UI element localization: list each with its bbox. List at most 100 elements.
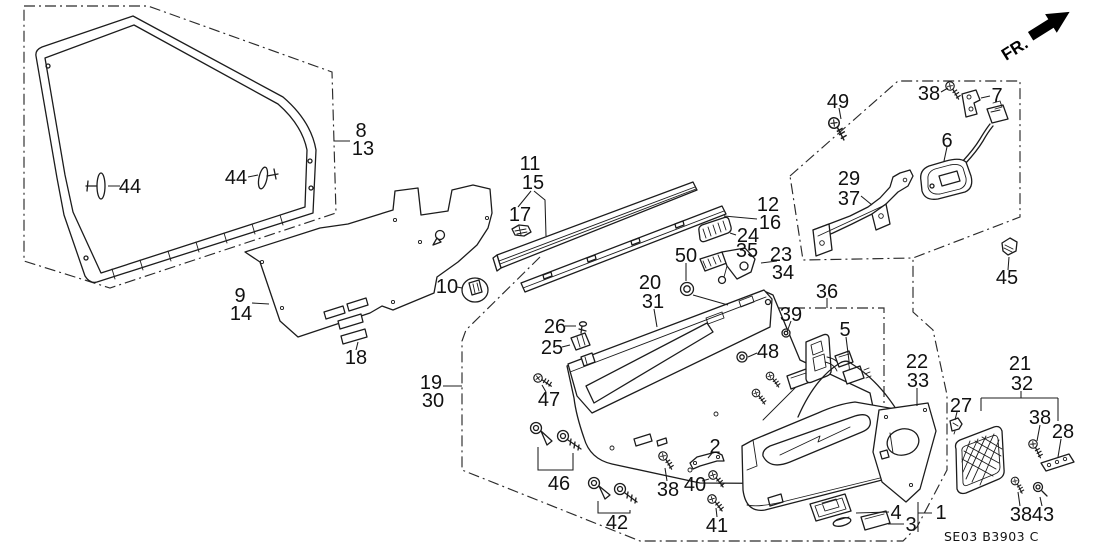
pull-pocket-bracket-23-34	[699, 247, 756, 285]
clip-45	[1001, 237, 1018, 256]
insulator-panel-9-14	[244, 184, 493, 345]
part-label-38-door: 38	[657, 479, 679, 501]
part-label-44-right: 44	[225, 167, 247, 189]
part-label-34: 34	[772, 262, 794, 284]
power-window-switch-5	[786, 333, 872, 390]
part-label-5: 5	[839, 319, 850, 341]
part-label-49: 49	[827, 91, 849, 113]
diagram-code: SE03 B3903 C	[944, 529, 1039, 544]
part-label-43: 43	[1032, 504, 1054, 526]
part-label-22: 22	[906, 351, 928, 373]
part-label-39: 39	[780, 304, 802, 326]
clip-27	[949, 417, 963, 435]
part-label-23: 23	[770, 244, 792, 266]
fastener-43	[1032, 481, 1048, 497]
part-label-45: 45	[996, 267, 1018, 289]
lining-section-boundary	[461, 256, 948, 542]
bulb-4	[832, 516, 852, 527]
switch-section-box	[771, 307, 885, 412]
part-label-7: 7	[991, 85, 1002, 107]
part-label-17: 17	[509, 204, 531, 226]
armrest-1	[741, 360, 905, 511]
tape-patches-18	[323, 297, 369, 345]
speaker-panel-22-33	[872, 402, 937, 503]
part-label-30: 30	[422, 390, 444, 412]
part-label-28: 28	[1052, 421, 1074, 443]
section-boundaries	[23, 5, 1021, 542]
grommet-50	[679, 281, 695, 297]
part-label-24: 24	[737, 225, 759, 247]
part-label-11: 11	[520, 153, 541, 175]
fastener-set-42	[587, 476, 638, 504]
handle-section-box	[789, 80, 1021, 261]
part-label-38-grille-top: 38	[1029, 407, 1051, 429]
part-label-47: 47	[538, 389, 560, 411]
keyhole-slot	[432, 229, 446, 246]
fr-arrow-icon	[1027, 11, 1070, 41]
part-label-26: 26	[544, 316, 566, 338]
part-label-9: 9	[234, 285, 245, 307]
armrest-bracket-29-37	[812, 169, 914, 257]
part-label-41: 41	[706, 515, 728, 537]
part-label-1: 1	[935, 502, 946, 524]
part-label-38-grille-bottom: 38	[1010, 504, 1032, 526]
retainer-28	[1040, 453, 1075, 472]
screw-38-grille-top-icon	[1025, 437, 1048, 460]
part-label-3: 3	[905, 514, 916, 536]
fr-label: FR.	[998, 34, 1031, 65]
screw-38-handle-icon	[942, 79, 966, 101]
part-label-48: 48	[757, 341, 779, 363]
part-label-13: 13	[352, 138, 374, 160]
part-label-42: 42	[606, 512, 628, 534]
part-label-14: 14	[230, 303, 252, 325]
window-molding-11-15	[492, 181, 698, 272]
part-label-38-handle: 38	[918, 83, 940, 105]
part-label-10: 10	[436, 276, 458, 298]
clip-26	[578, 321, 588, 334]
part-label-16: 16	[759, 212, 781, 234]
screw-49-icon	[824, 114, 853, 142]
part-label-36: 36	[816, 281, 838, 303]
clip-44-right	[257, 166, 279, 190]
part-label-40: 40	[684, 474, 706, 496]
washer-48	[736, 351, 748, 363]
part-label-29: 29	[838, 168, 860, 190]
part-label-8: 8	[355, 120, 366, 142]
clip-44-left	[85, 172, 106, 200]
clip-17	[511, 224, 532, 237]
part-label-35: 35	[736, 240, 758, 262]
screw-47-icon	[532, 372, 555, 388]
fr-direction: FR.	[998, 11, 1070, 65]
part-label-25: 25	[541, 337, 563, 359]
leader-lines	[108, 87, 1062, 532]
part-label-32: 32	[1011, 373, 1033, 395]
part-label-18: 18	[345, 347, 367, 369]
part-label-33: 33	[907, 370, 929, 392]
clip-socket-25	[570, 332, 591, 351]
part-label-2: 2	[709, 436, 720, 458]
trim-panel-20-31	[567, 289, 773, 414]
speaker-grille-21-32	[954, 425, 1005, 495]
part-label-21: 21	[1009, 353, 1031, 375]
part-label-12: 12	[757, 194, 779, 216]
lens-3	[860, 510, 891, 531]
part-label-37: 37	[838, 188, 860, 210]
pull-pocket-pad-24-35	[698, 216, 732, 243]
bracket-2	[689, 451, 725, 470]
part-label-46: 46	[548, 473, 570, 495]
part-label-20: 20	[639, 272, 661, 294]
handle-bracket-7	[961, 89, 981, 118]
grommet-10	[461, 277, 489, 303]
screw-38-grille-bottom-icon	[1007, 475, 1029, 495]
part-label-4: 4	[890, 502, 901, 524]
part-label-31: 31	[642, 291, 664, 313]
nut-39	[781, 328, 791, 338]
door-seal-8-13	[35, 15, 317, 284]
part-label-50: 50	[675, 245, 697, 267]
part-label-27: 27	[950, 395, 972, 417]
courtesy-light-housing	[809, 493, 852, 522]
part-label-15: 15	[522, 172, 544, 194]
fastener-set-46	[529, 421, 582, 451]
